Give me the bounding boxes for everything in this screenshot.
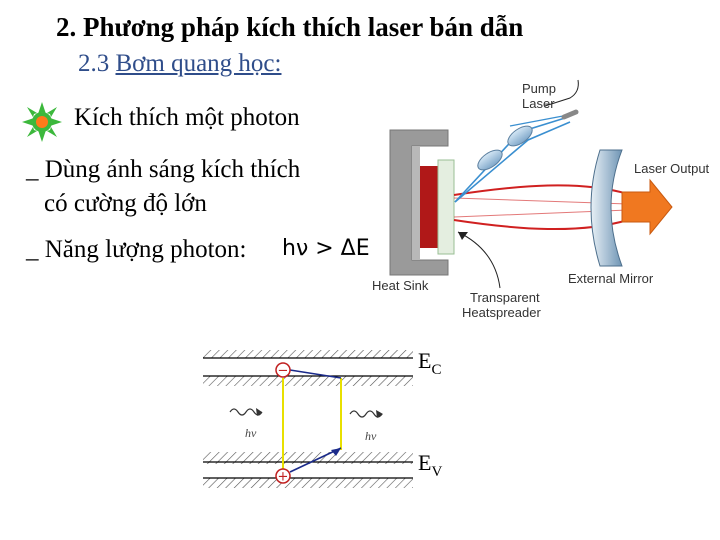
heatspreader-leader-arrow-icon bbox=[458, 232, 468, 240]
body-line-3: _ Năng lượng photon: bbox=[26, 236, 247, 263]
body-line-2: có cường độ lớn bbox=[44, 190, 207, 217]
hole-plus-sign: + bbox=[278, 470, 289, 485]
electron-minus-sign: − bbox=[278, 364, 289, 379]
emitted-photon-label: hν bbox=[365, 429, 377, 443]
heat-sink bbox=[389, 129, 449, 276]
hole-marker bbox=[275, 468, 291, 484]
transparent-heatspreader bbox=[437, 159, 455, 255]
valence-band-label: EV bbox=[418, 450, 442, 480]
heatspreader-label-line1: Transparent bbox=[470, 290, 540, 305]
external-mirror bbox=[590, 149, 623, 267]
laser-setup-diagram: Pump Laser Laser Output External Mirror … bbox=[372, 79, 710, 320]
emitted-photon-arrow-icon bbox=[376, 410, 383, 418]
emitted-photon-wave-icon bbox=[349, 410, 383, 418]
pump-leader-line bbox=[544, 79, 579, 107]
pump-beam bbox=[454, 115, 571, 203]
bullet-text: Kích thích một photon bbox=[74, 104, 300, 131]
body-line-1: _ Dùng ánh sáng kích thích bbox=[26, 156, 301, 183]
photon-energy-formula: hν > ΔE bbox=[282, 236, 370, 261]
pump-lens-2 bbox=[477, 149, 503, 171]
gain-chip bbox=[420, 166, 440, 248]
incoming-photon-arrow-icon bbox=[256, 408, 262, 416]
conduction-band bbox=[203, 350, 413, 386]
pump-label-line2: Laser bbox=[522, 96, 555, 111]
pump-fiber bbox=[561, 109, 579, 120]
laser-output-arrow-icon bbox=[621, 178, 673, 236]
subtitle-underlined: Bơm quang học: bbox=[115, 50, 282, 77]
conduction-band-label: EC bbox=[418, 348, 441, 378]
incoming-photon-label: hν bbox=[245, 426, 257, 440]
electron-marker bbox=[275, 362, 291, 378]
hole-relax-arrowhead-icon bbox=[331, 448, 341, 456]
subtitle-prefix: 2.3 bbox=[78, 50, 116, 77]
slide-title: 2. Phương pháp kích thích laser bán dẫn bbox=[56, 12, 524, 42]
heatspreader-leader-line bbox=[457, 231, 501, 289]
heat-sink-label: Heat Sink bbox=[372, 278, 429, 293]
hole-relax-arrow bbox=[289, 447, 342, 473]
external-mirror-label: External Mirror bbox=[568, 271, 654, 286]
electron-relax-arrow bbox=[289, 369, 342, 379]
pump-lens-1 bbox=[507, 125, 533, 147]
starburst-bullet-icon bbox=[22, 102, 62, 142]
slide-subtitle: 2.3 Bơm quang học: bbox=[78, 50, 281, 78]
pump-label-line1: Pump bbox=[522, 81, 556, 96]
valence-band bbox=[203, 452, 413, 488]
laser-output-label: Laser Output bbox=[634, 161, 710, 176]
heatspreader-label-line2: Heatspreader bbox=[462, 305, 541, 320]
energy-band-diagram: − + hν hν EC EV bbox=[203, 348, 442, 488]
incoming-photon-wave-icon bbox=[229, 408, 263, 416]
